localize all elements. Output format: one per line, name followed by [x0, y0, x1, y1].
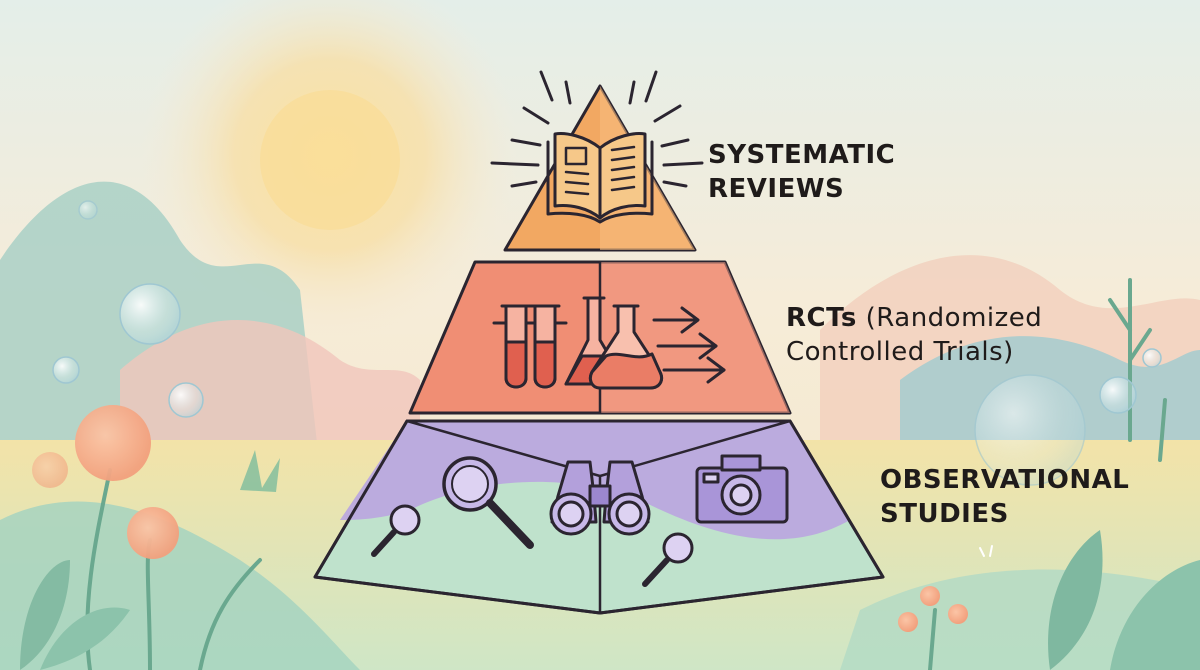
arrows-icon [652, 306, 726, 384]
label-top-line2: REVIEWS [708, 174, 845, 204]
camera-icon [695, 454, 789, 524]
label-mid-line1-rest: (Randomized [856, 303, 1043, 333]
leaf-right-1 [1048, 530, 1103, 670]
sparkles [979, 545, 993, 557]
open-book-icon [546, 132, 654, 224]
bubbles [52, 200, 1162, 486]
leaf-left-1 [20, 560, 70, 670]
flask-icon [564, 296, 664, 390]
magnifier-small-icon [371, 504, 421, 557]
sun-core [260, 90, 400, 230]
leaf-left-2 [40, 607, 130, 670]
orb-flower-3 [32, 452, 68, 488]
binoculars-icon [549, 460, 651, 536]
label-mid-line1-bold: RCTs [786, 303, 857, 333]
label-top-line1: SYSTEMATIC [708, 140, 896, 170]
orb-flower-2 [127, 507, 179, 559]
label-systematic-reviews: SYSTEMATIC REVIEWS [708, 138, 895, 206]
label-mid-line2: Controlled Trials) [786, 337, 1014, 367]
radiance-lines [490, 70, 704, 188]
label-bot-line2: STUDIES [880, 499, 1009, 529]
orb-flower-5 [920, 586, 940, 606]
orb-flower-6 [948, 604, 968, 624]
label-mid-line1: RCTs (Randomized [786, 301, 1042, 335]
label-observational-studies: OBSERVATIONAL STUDIES [880, 463, 1129, 531]
test-tubes-icon [492, 304, 568, 389]
orb-flower-1 [75, 405, 151, 481]
plants-right [928, 278, 1167, 670]
magnifier-small-icon-2 [642, 532, 694, 587]
label-rcts: RCTs (Randomized Controlled Trials) [786, 301, 1042, 369]
grass-tuft [240, 450, 280, 492]
magnifier-icon [442, 456, 534, 549]
leaf-right-2 [1110, 560, 1200, 670]
label-bot-line1: OBSERVATIONAL [880, 465, 1130, 495]
pink-hills-left [120, 320, 420, 470]
orb-flower-4 [898, 612, 918, 632]
